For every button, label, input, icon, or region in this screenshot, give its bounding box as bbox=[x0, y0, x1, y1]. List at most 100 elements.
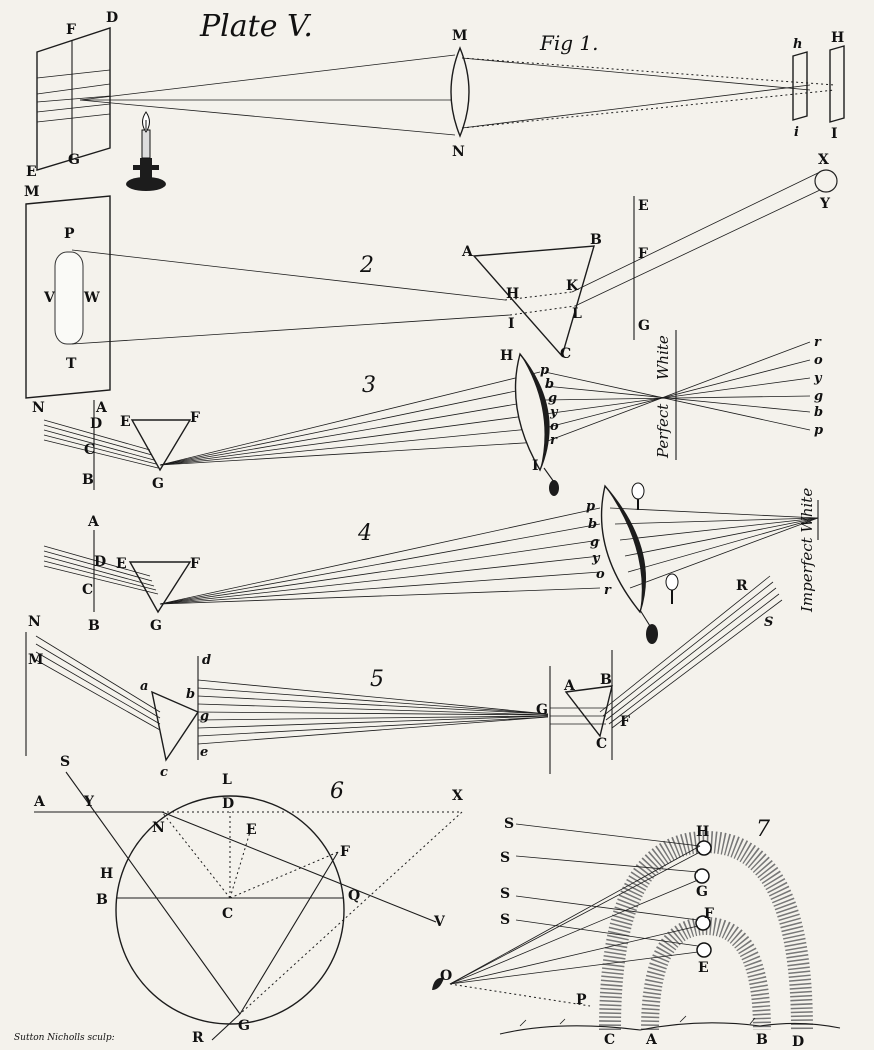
fig5-label: N bbox=[28, 614, 41, 630]
drop-icon bbox=[694, 868, 710, 884]
fig5-label: F bbox=[620, 714, 630, 730]
fig4-ray bbox=[159, 507, 601, 605]
fig3-ray bbox=[544, 359, 811, 429]
fig6-label: V bbox=[433, 914, 446, 930]
figure-2: 2 M P V W T A B H K I L C E F G X Y bbox=[24, 152, 838, 399]
fig2-label: M bbox=[24, 184, 40, 200]
fig1-ray bbox=[461, 84, 811, 129]
fig3-ray bbox=[159, 413, 541, 466]
fig3-label: A bbox=[95, 400, 108, 416]
fig3-ray bbox=[544, 371, 811, 431]
fig5-ray bbox=[197, 703, 549, 716]
drop-icon bbox=[695, 915, 711, 931]
fig5-prism-abc bbox=[151, 690, 200, 762]
fig3-ray bbox=[544, 341, 811, 443]
fig5-label: M bbox=[28, 652, 44, 668]
fig1-ray bbox=[79, 99, 456, 136]
fig4-ray bbox=[619, 517, 819, 541]
fig2-spectrum bbox=[54, 251, 84, 345]
fig6-label: C bbox=[222, 906, 233, 922]
fig5-ray bbox=[197, 695, 549, 715]
fig7-sun-ray bbox=[515, 895, 699, 921]
fig3-label: F bbox=[190, 410, 200, 426]
fig5-ray bbox=[197, 715, 549, 721]
fig4-prism bbox=[128, 561, 192, 614]
fig1-card-line bbox=[36, 95, 111, 103]
fig2-label: L bbox=[572, 306, 582, 322]
fig7-ground bbox=[499, 1022, 841, 1035]
fig5-label: b bbox=[186, 687, 195, 702]
figure-3: 3 White Perfect N A D C B bbox=[32, 330, 823, 496]
fig2-label: H bbox=[506, 286, 519, 302]
fig5-label: c bbox=[160, 765, 168, 780]
fig6-dotted-CF bbox=[229, 851, 339, 899]
figure-5: 5 N M a b g c d e G bbox=[25, 575, 783, 780]
fig2-ray bbox=[571, 171, 821, 293]
fig5-beam-out bbox=[608, 593, 780, 725]
fig5-label: G bbox=[536, 702, 548, 718]
fig3-beam bbox=[43, 434, 157, 465]
fig1-label: i bbox=[794, 125, 799, 140]
fig4-ray bbox=[627, 517, 819, 573]
fig5-ray bbox=[197, 715, 549, 729]
fig3-color-right: b bbox=[814, 405, 823, 420]
fig5-label: a bbox=[140, 679, 148, 694]
fig1-ray bbox=[461, 57, 811, 91]
fig4-ray bbox=[159, 587, 601, 605]
magnifier-icon bbox=[631, 482, 645, 510]
fig6-dotted-CE bbox=[229, 831, 251, 899]
fig3-color-right: y bbox=[813, 371, 823, 386]
fig2-dotted-ray bbox=[504, 291, 573, 301]
fig1-card bbox=[36, 27, 111, 171]
fig4-beam bbox=[43, 560, 157, 591]
fig7-eye-ray bbox=[449, 851, 701, 985]
fig5-ray bbox=[197, 716, 549, 737]
fig4-ray bbox=[614, 517, 819, 525]
fig3-ray bbox=[159, 399, 541, 466]
fig6-label: S bbox=[60, 754, 70, 770]
fig3-color-right: o bbox=[814, 353, 823, 368]
fig3-color: g bbox=[548, 391, 557, 406]
fig4-lens-shade bbox=[605, 486, 646, 612]
fig6-label: Q bbox=[348, 888, 360, 904]
fig2-dotted-ray bbox=[509, 305, 576, 316]
fig6-dotted-CN bbox=[161, 811, 231, 899]
fig5-label: B bbox=[600, 672, 612, 688]
fig5-label: C bbox=[596, 736, 607, 752]
fig5-beam bbox=[35, 651, 161, 725]
fig4-ray bbox=[629, 517, 819, 589]
fig4-label: B bbox=[88, 618, 100, 634]
fig5-beam-out bbox=[611, 599, 783, 729]
fig7-label: F bbox=[704, 906, 714, 922]
fig6-label: F bbox=[340, 844, 350, 860]
fig2-label: X bbox=[818, 152, 829, 168]
fig7-eye-ray bbox=[449, 879, 699, 985]
fig7-label: G bbox=[696, 884, 708, 900]
fig3-beam bbox=[43, 419, 151, 451]
fig6-label: E bbox=[246, 822, 257, 838]
fig2-ray bbox=[71, 314, 511, 345]
fig7-label: S bbox=[500, 850, 510, 866]
fig3-label: N bbox=[32, 400, 45, 416]
fig3-ray bbox=[159, 385, 541, 466]
fig2-label: G bbox=[638, 318, 650, 334]
fig4-ray bbox=[159, 539, 601, 605]
fig5-label: A bbox=[563, 678, 576, 694]
fig4-label: E bbox=[116, 556, 127, 572]
fig7-eye-ray bbox=[449, 845, 701, 985]
fig1-screen-HI bbox=[829, 45, 845, 123]
fig3-lens-shade bbox=[520, 354, 549, 470]
fig2-label: B bbox=[590, 232, 602, 248]
figure-7: 7 S S S S H G F E O P bbox=[432, 816, 841, 1050]
fig7-label: S bbox=[500, 886, 510, 902]
fig1-label: M bbox=[452, 28, 468, 44]
fig1-card-line bbox=[36, 69, 111, 79]
fig2-label: V bbox=[43, 290, 56, 306]
fig2-ray bbox=[574, 189, 821, 307]
fig2-label: W bbox=[83, 290, 100, 306]
fig3-lens-handle bbox=[543, 467, 555, 483]
fig1-label: I bbox=[831, 126, 838, 142]
fig4-number: 4 bbox=[357, 521, 372, 546]
fig7-number: 7 bbox=[756, 817, 770, 842]
